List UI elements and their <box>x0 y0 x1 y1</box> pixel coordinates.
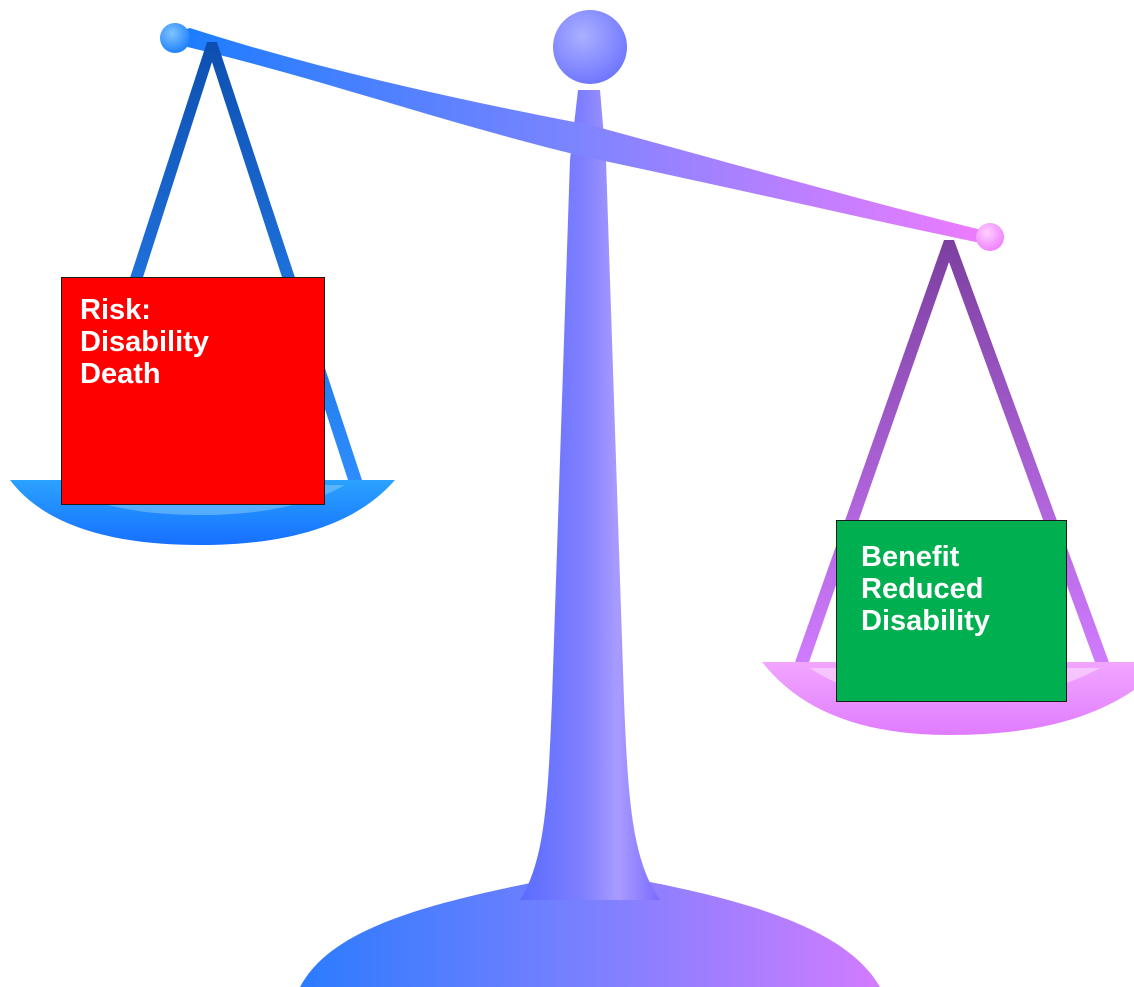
beam-right-end-ball <box>976 223 1004 251</box>
scale-beam <box>175 28 990 244</box>
benefit-weight-box: Benefit Reduced Disability <box>836 520 1067 702</box>
risk-item-disability: Disability <box>80 326 209 358</box>
scale-base <box>300 880 880 987</box>
risk-weight-box: Risk: Disability Death <box>61 277 325 505</box>
benefit-label: Benefit <box>861 541 960 573</box>
benefit-item-reduced: Reduced <box>861 573 984 605</box>
risk-item-death: Death <box>80 358 161 390</box>
beam-left-end-ball <box>160 23 190 53</box>
risk-label: Risk: <box>80 294 151 326</box>
scale-top-knob <box>553 10 627 84</box>
scale-pillar <box>520 90 660 900</box>
benefit-item-disability: Disability <box>861 605 990 637</box>
